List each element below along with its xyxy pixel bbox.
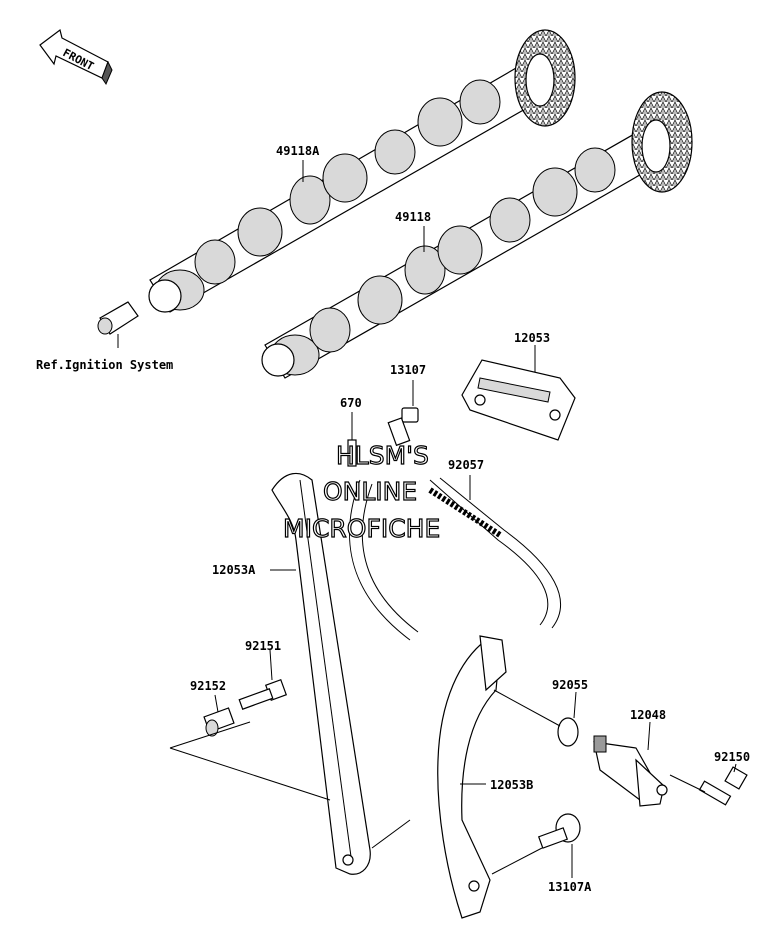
label-49118: 49118: [395, 210, 431, 224]
watermark-line-2: ONLINE: [323, 477, 417, 506]
bolt-13107A: [491, 813, 581, 878]
chain-guide-cover-12053: [461, 345, 576, 441]
label-670: 670: [340, 396, 362, 410]
reference-lines: [169, 721, 411, 849]
label-13107A: 13107A: [548, 880, 592, 894]
ignition-coupler: [97, 301, 139, 348]
label-12053: 12053: [514, 331, 550, 345]
part-670: [347, 412, 357, 467]
label-12048: 12048: [630, 708, 666, 722]
watermark-line-1: HLSM'S: [336, 441, 429, 470]
collar-92152: [203, 694, 235, 737]
cam-lobes-lower: [261, 147, 616, 377]
label-13107: 13107: [390, 363, 426, 377]
watermark-line-3: MICROFICHE: [283, 514, 440, 543]
label-ref-ignition: Ref.Ignition System: [36, 358, 173, 372]
cam-lobes-upper: [148, 79, 501, 313]
chain-guide-12053A: [270, 472, 371, 875]
label-12053B: 12053B: [490, 778, 533, 792]
camshaft-49118A: [148, 29, 576, 313]
bolt-92150: [669, 763, 748, 806]
label-92057: 92057: [448, 458, 484, 472]
watermark: HLSM'S ONLINE MICROFICHE: [282, 440, 440, 543]
chain-guide-12053B: [437, 635, 507, 919]
bolt-13107: [387, 380, 419, 447]
tensioner-12048: [593, 721, 668, 807]
label-92150: 92150: [714, 750, 750, 764]
label-92055: 92055: [552, 678, 588, 692]
label-12053A: 12053A: [212, 563, 256, 577]
camshaft-49118: [261, 91, 693, 379]
label-49118A: 49118A: [276, 144, 320, 158]
front-arrow-icon: FRONT: [39, 28, 113, 86]
cam-chain-92057: [349, 475, 562, 641]
oring-92055: [493, 689, 579, 747]
label-92152: 92152: [190, 679, 226, 693]
label-92151: 92151: [245, 639, 281, 653]
bolt-92151: [238, 649, 288, 710]
